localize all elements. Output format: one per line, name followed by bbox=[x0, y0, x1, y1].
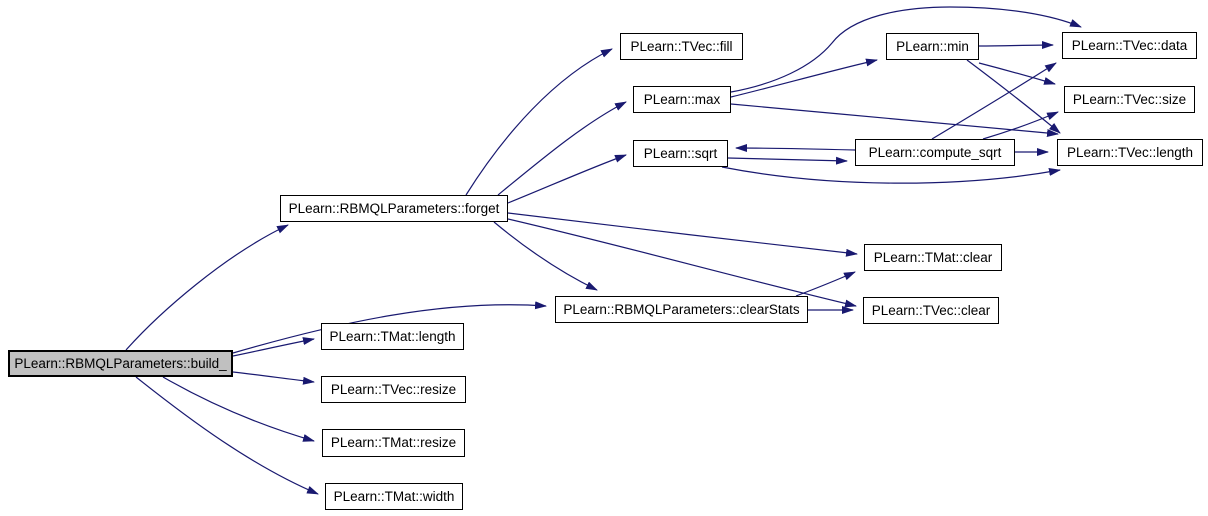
node-rbmqlparameters-forget[interactable]: PLearn::RBMQLParameters::forget bbox=[280, 195, 508, 222]
edge-forget-to-tvec-clear bbox=[507, 218, 857, 308]
edge-compute-sqrt-to-sqrt bbox=[735, 144, 856, 153]
edge-min-to-tvec-length bbox=[966, 59, 1061, 134]
edge-forget-to-clearstats bbox=[493, 221, 598, 291]
edge-max-to-min bbox=[730, 58, 878, 98]
node-tmat-clear[interactable]: PLearn::TMat::clear bbox=[864, 244, 1002, 271]
edge-forget-to-max bbox=[497, 101, 627, 196]
edge-sqrt-to-tvec-length bbox=[721, 166, 1061, 184]
edge-build-to-tmat-length bbox=[232, 337, 315, 357]
node-max[interactable]: PLearn::max bbox=[633, 86, 731, 113]
edge-build-to-tvec-resize bbox=[232, 371, 315, 385]
edge-compute-sqrt-to-tvec-data bbox=[931, 62, 1057, 140]
node-sqrt[interactable]: PLearn::sqrt bbox=[633, 140, 728, 167]
edge-build-to-tmat-width bbox=[135, 376, 319, 495]
node-rbmqlparameters-clearstats[interactable]: PLearn::RBMQLParameters::clearStats bbox=[555, 296, 808, 323]
node-tvec-fill[interactable]: PLearn::TVec::fill bbox=[620, 33, 743, 60]
edge-min-to-tvec-size bbox=[978, 62, 1056, 85]
node-tvec-resize[interactable]: PLearn::TVec::resize bbox=[321, 376, 466, 403]
node-tmat-width[interactable]: PLearn::TMat::width bbox=[325, 483, 463, 510]
edge-build-to-tmat-resize bbox=[162, 376, 315, 442]
node-tmat-length[interactable]: PLearn::TMat::length bbox=[321, 323, 464, 350]
node-compute-sqrt[interactable]: PLearn::compute_sqrt bbox=[855, 139, 1015, 166]
edge-sqrt-to-compute-sqrt bbox=[727, 156, 848, 165]
node-tvec-size[interactable]: PLearn::TVec::size bbox=[1064, 86, 1195, 113]
node-min[interactable]: PLearn::min bbox=[886, 33, 979, 60]
edge-forget-to-tmat-clear bbox=[507, 212, 858, 257]
edge-forget-to-tvec-fill bbox=[465, 48, 613, 196]
edge-max-to-tvec-length bbox=[730, 103, 1059, 137]
edge-min-to-tvec-data bbox=[978, 41, 1054, 50]
edge-compute-sqrt-to-tvec-size bbox=[982, 111, 1059, 140]
node-tvec-clear[interactable]: PLearn::TVec::clear bbox=[863, 297, 999, 324]
node-tmat-resize[interactable]: PLearn::TMat::resize bbox=[322, 429, 465, 457]
edge-clearstats-to-tmat-clear bbox=[795, 271, 856, 297]
edge-max-to-tvec-data bbox=[730, 6, 1082, 93]
edge-build-to-forget bbox=[125, 224, 289, 351]
node-rbmqlparameters-build[interactable]: PLearn::RBMQLParameters::build_ bbox=[8, 350, 233, 377]
node-tvec-data[interactable]: PLearn::TVec::data bbox=[1062, 32, 1197, 59]
edge-build-to-clearstats bbox=[232, 301, 547, 354]
node-tvec-length[interactable]: PLearn::TVec::length bbox=[1057, 139, 1203, 166]
edge-forget-to-sqrt bbox=[507, 154, 627, 204]
